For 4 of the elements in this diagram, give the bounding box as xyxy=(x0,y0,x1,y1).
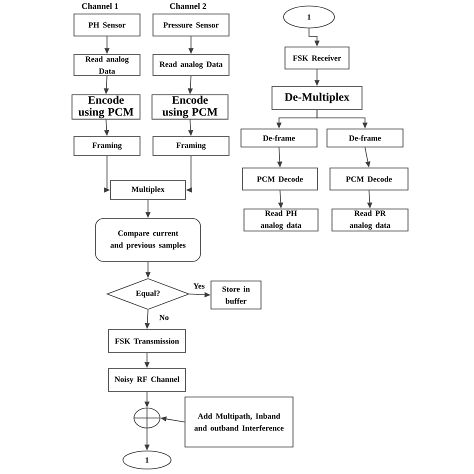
summing-junction xyxy=(133,407,161,429)
process-box: De-Multiplex xyxy=(272,86,362,110)
process-box: Encode using PCM xyxy=(72,94,140,120)
process-box: Encode using PCM xyxy=(152,94,228,120)
